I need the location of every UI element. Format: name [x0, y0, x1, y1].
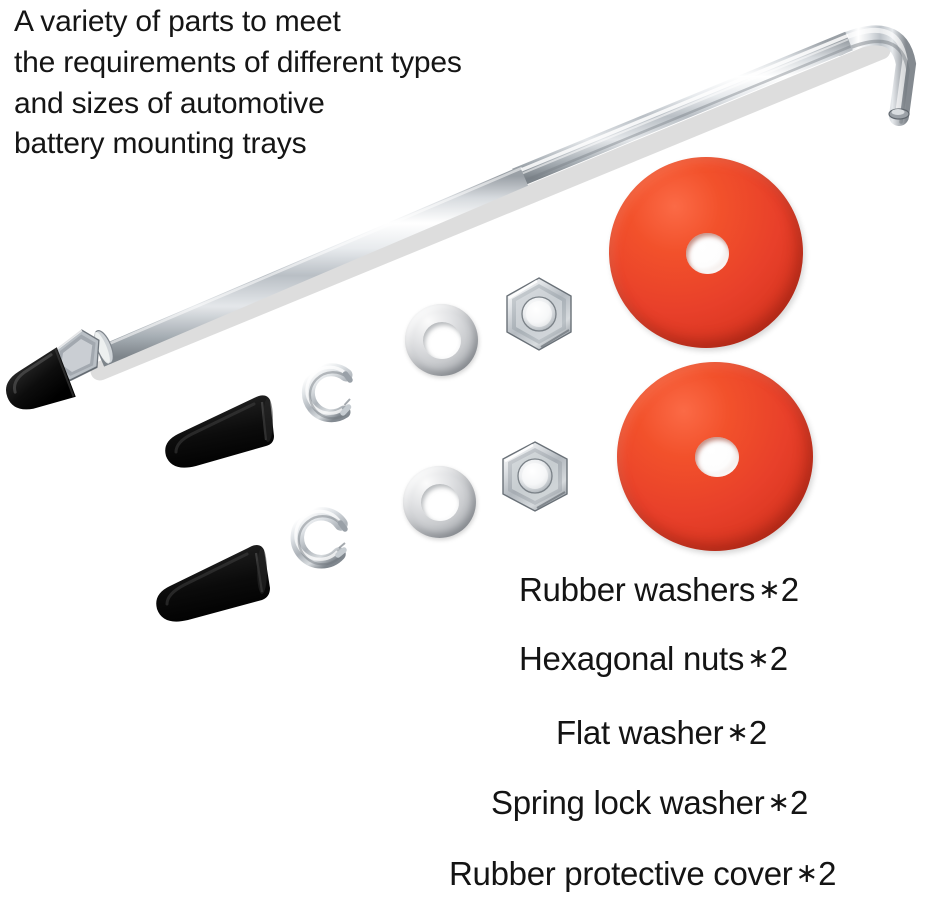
page-title: A variety of parts to meet the requireme… — [14, 5, 462, 161]
qty-symbol: ∗ — [726, 717, 749, 747]
part-label-text: Hexagonal nuts — [519, 640, 745, 677]
flat-washer-1 — [405, 304, 478, 376]
spring-lock-washer-2 — [289, 504, 361, 576]
part-label-text: Spring lock washer — [491, 784, 765, 821]
part-label-text: Flat washer — [556, 714, 724, 751]
part-label-hexagonal-nut: Hexagonal nuts∗2 — [519, 642, 788, 675]
hexagonal-nut-1 — [503, 276, 575, 352]
qty-symbol: ∗ — [747, 643, 770, 673]
part-label-rubber-protective-cover: Rubber protective cover∗2 — [449, 857, 836, 890]
flat-washer-hole — [422, 321, 461, 359]
part-label-text: Rubber washers — [519, 571, 756, 608]
qty-value: 2 — [769, 640, 789, 677]
qty-value: 2 — [790, 784, 809, 821]
qty-symbol: ∗ — [758, 574, 781, 604]
rubber-washer-2 — [617, 362, 813, 551]
part-label-spring-lock-washer: Spring lock washer∗2 — [491, 786, 808, 819]
flat-washer-2 — [403, 466, 476, 538]
qty-value: 2 — [748, 714, 768, 751]
part-label-rubber-washer: Rubber washers∗2 — [519, 573, 799, 606]
hexagonal-nut-2 — [498, 440, 572, 514]
spring-lock-washer-1 — [298, 358, 368, 428]
flat-washer-hole — [420, 483, 459, 521]
part-label-flat-washer: Flat washer∗2 — [556, 716, 767, 749]
qty-value: 2 — [818, 855, 837, 892]
rubber-washer-hole — [695, 437, 739, 477]
qty-symbol: ∗ — [795, 858, 819, 888]
part-label-text: Rubber protective cover — [449, 855, 793, 892]
qty-symbol: ∗ — [767, 787, 791, 817]
rubber-washer-1 — [609, 157, 803, 348]
rubber-washer-hole — [685, 233, 729, 274]
rubber-protective-cover-2 — [152, 540, 274, 628]
qty-value: 2 — [780, 571, 800, 608]
rubber-protective-cover-1 — [162, 392, 278, 474]
